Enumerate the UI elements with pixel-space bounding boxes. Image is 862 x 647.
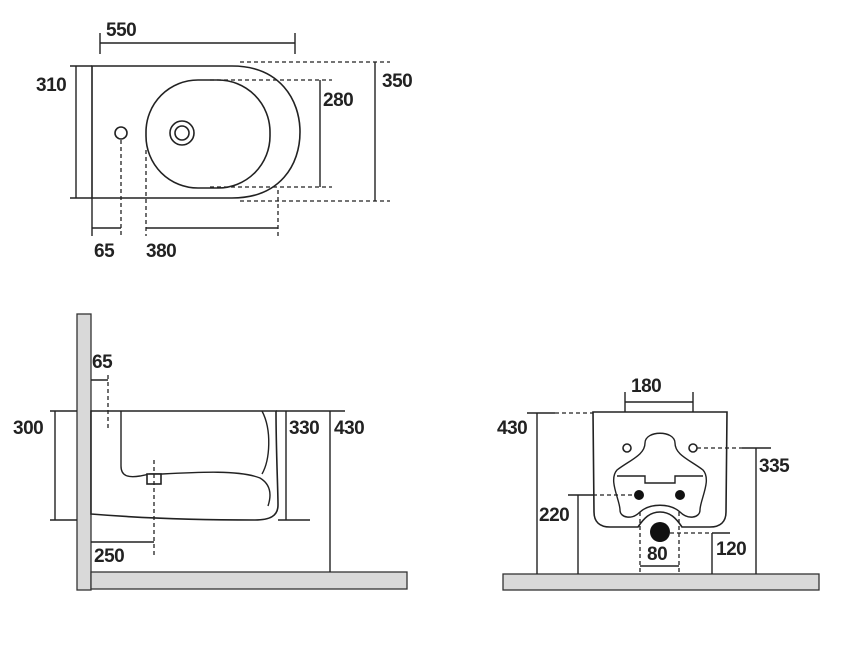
dim-front-total-height: 430 xyxy=(497,418,527,439)
side-view-bowl-inner xyxy=(120,411,271,507)
waste-outlet xyxy=(650,522,670,542)
overflow-hole xyxy=(114,126,128,140)
dim-bowl-width: 280 xyxy=(323,90,353,111)
tap-hole-inner xyxy=(174,125,190,141)
dim-bowl-length: 380 xyxy=(146,241,176,262)
seat-fixing-plate xyxy=(612,432,708,518)
supply-hole-right xyxy=(675,490,685,500)
floor xyxy=(502,573,820,591)
dim-supply-height: 220 xyxy=(539,505,569,526)
dim-total-height: 430 xyxy=(334,418,364,439)
dim-outlet-width: 80 xyxy=(647,544,667,565)
dim-fixing-height: 335 xyxy=(759,456,790,477)
front-view-body-outline xyxy=(592,411,728,528)
dim-hole-offset: 65 xyxy=(94,241,115,262)
dim-overall-length: 550 xyxy=(106,20,136,41)
dim-overall-width: 350 xyxy=(382,71,412,92)
side-view: 65 300 330 430 250 xyxy=(13,313,408,591)
dim-outlet-height: 120 xyxy=(716,539,746,560)
side-view-body-outline xyxy=(90,410,279,521)
dim-outlet-offset: 250 xyxy=(94,546,124,567)
floor xyxy=(90,571,408,590)
dim-fixing-spacing: 180 xyxy=(631,376,661,397)
supply-hole-left xyxy=(634,490,644,500)
dim-depth: 330 xyxy=(289,418,319,439)
fixing-hole-left xyxy=(622,443,632,453)
dim-wall-offset: 65 xyxy=(92,352,113,373)
bowl-outline xyxy=(145,79,271,189)
front-view: 180 430 220 335 120 80 xyxy=(497,376,820,591)
dim-body-width: 310 xyxy=(36,75,66,96)
wall xyxy=(76,313,92,591)
fixing-hole-right xyxy=(688,443,698,453)
dim-rim-height: 300 xyxy=(13,418,43,439)
top-view: 550 310 350 280 65 380 xyxy=(36,20,413,262)
